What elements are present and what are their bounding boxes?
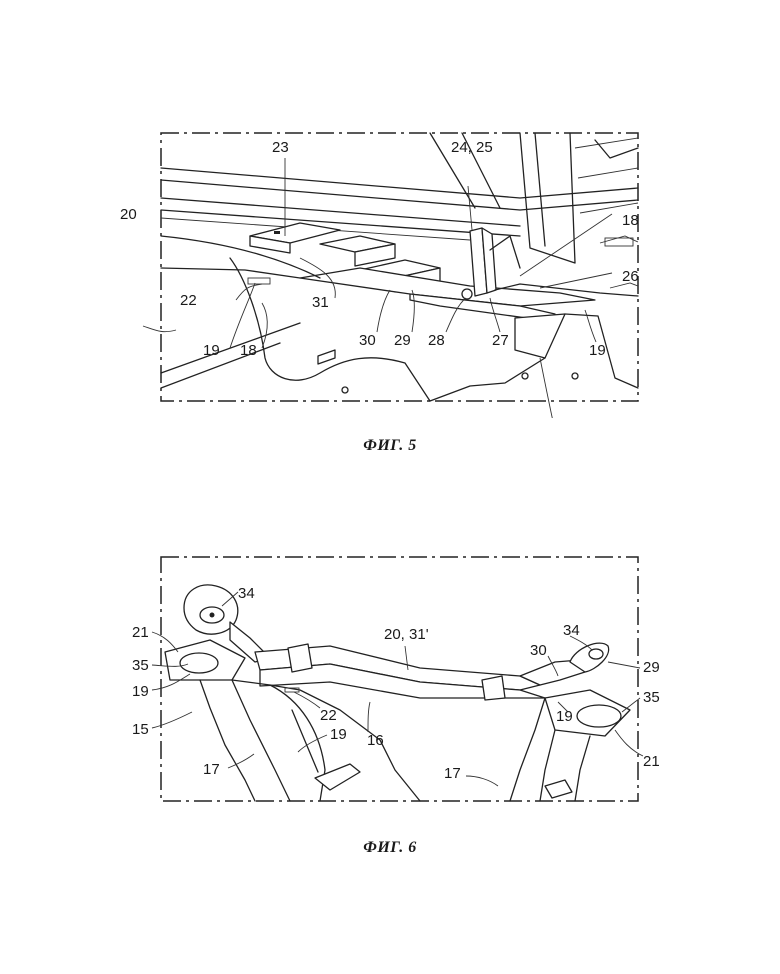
label-30: 30 [359,332,376,349]
label-30: 30 [530,642,547,659]
label-19-right: 19 [556,708,573,725]
label-19-left: 19 [132,683,149,700]
label-34-left: 34 [238,585,255,602]
label-21-bottom: 21 [643,753,660,770]
label-35-left: 35 [132,657,149,674]
label-26: 26 [622,268,639,285]
label-19-mid: 19 [330,726,347,743]
label-17-left: 17 [203,761,220,778]
label-23: 23 [272,139,289,156]
label-27: 27 [492,332,509,349]
label-20: 20 [120,206,137,223]
figure-5-drawing: 23 24, 25 20 18 26 22 31 19 18 30 29 28 … [0,118,780,418]
figure-6-caption: ФИГ. 6 [0,839,780,857]
label-35-right: 35 [643,689,660,706]
label-18-bottom: 18 [240,342,257,359]
label-17-right: 17 [444,765,461,782]
label-34-right: 34 [563,622,580,639]
label-19-left: 19 [203,342,220,359]
label-28-mid: 28 [428,332,445,349]
label-22: 22 [180,292,197,309]
label-16: 16 [367,732,384,749]
label-15: 15 [132,721,149,738]
label-29: 29 [643,659,660,676]
figure-5: 23 24, 25 20 18 26 22 31 19 18 30 29 28 … [0,118,780,418]
label-22: 22 [320,707,337,724]
figure-5-caption: ФИГ. 5 [0,437,780,455]
label-31: 31 [312,294,329,311]
label-21-top: 21 [132,624,149,641]
figure-6-drawing: 34 21 20, 31' 30 34 35 29 19 35 19 22 15… [0,540,780,822]
label-20-31prime: 20, 31' [384,626,429,643]
label-18-top: 18 [622,212,639,229]
label-29: 29 [394,332,411,349]
label-24-25: 24, 25 [451,139,493,156]
figure-6: 34 21 20, 31' 30 34 35 29 19 35 19 22 15… [0,540,780,822]
label-19-right: 19 [589,342,606,359]
